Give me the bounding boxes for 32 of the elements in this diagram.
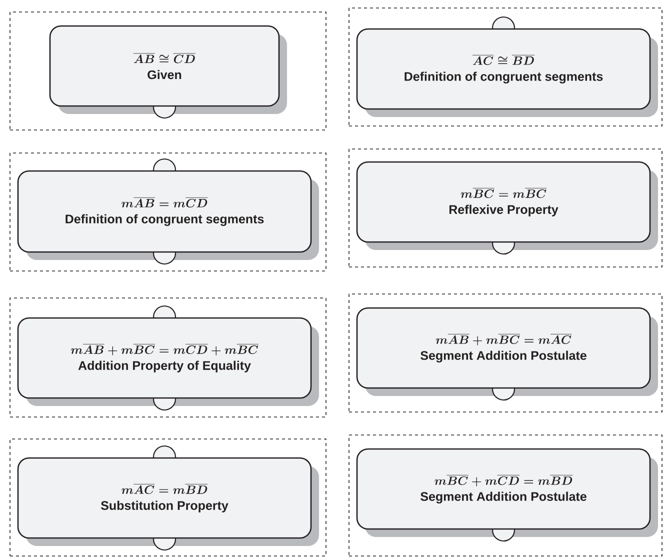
equation: $m\overline{AC} = m\overline{BD}$ xyxy=(122,484,208,494)
statement-box xyxy=(17,317,312,399)
dashed-frame xyxy=(348,148,662,268)
reason-label: Reflexive Property xyxy=(449,204,558,216)
equation: $m\overline{BC} + m\overline{CD} = m\overline{BD}$ xyxy=(434,475,573,486)
reason-label: Substitution Property xyxy=(100,500,228,512)
reason-label: Addition Property of Equality xyxy=(78,360,251,372)
reason-label: Given xyxy=(148,70,182,80)
dashed-frame xyxy=(348,294,662,412)
statement-box xyxy=(356,28,651,110)
equation: $m\overline{AB} + m\overline{BC} = m\overline{CD} + m\overline{BC}$ xyxy=(70,344,258,356)
equation: $m\overline{AB} + m\overline{BC} = m\overline{AC}$ xyxy=(436,334,572,346)
statement-box xyxy=(356,448,651,530)
equation: $\overline{AC} \cong \overline{BD}$ xyxy=(472,55,535,65)
equation: $\overline{AB} \cong \overline{CD}$ xyxy=(133,53,196,64)
dashed-frame xyxy=(10,438,326,556)
equation: $m\overline{AB} = m\overline{CD}$ xyxy=(122,198,208,208)
statement-box xyxy=(356,161,651,243)
dashed-frame xyxy=(348,8,662,126)
reason-label: Definition of congruent segments xyxy=(404,72,603,84)
statement-box xyxy=(356,307,651,389)
dashed-frame xyxy=(10,12,326,130)
reason-label: Definition of congruent segments xyxy=(66,214,264,226)
dashed-frame xyxy=(348,434,662,556)
statement-box xyxy=(49,25,280,107)
equation: $m\overline{BC} = m\overline{BC}$ xyxy=(460,188,547,198)
statement-box xyxy=(17,170,312,253)
reason-label: Segment Addition Postulate xyxy=(420,492,586,504)
dashed-frame xyxy=(10,152,326,272)
statement-box xyxy=(17,457,312,539)
dashed-frame xyxy=(10,298,326,418)
reason-label: Segment Addition Postulate xyxy=(420,350,586,362)
